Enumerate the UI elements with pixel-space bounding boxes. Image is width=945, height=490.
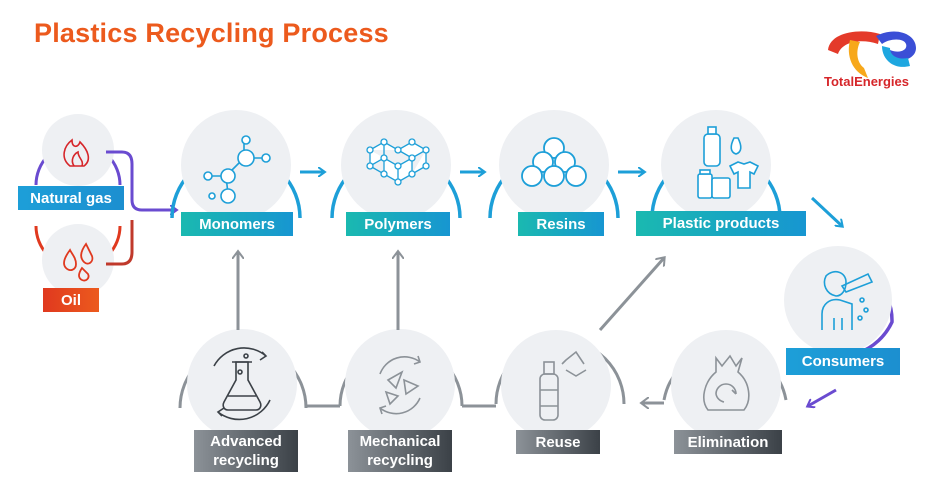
polymers-label: Polymers: [346, 212, 450, 236]
oil-node: [34, 224, 122, 296]
brand-name: TotalEnergies: [824, 74, 910, 89]
elimination-label: Elimination: [674, 430, 782, 454]
oil-label: Oil: [43, 288, 99, 312]
person-drinking-icon: [821, 270, 874, 330]
reuse-label: Reuse: [516, 430, 600, 454]
consumers-node: [784, 246, 894, 359]
flask-cycle-icon: [213, 347, 271, 421]
polymer-network-icon: [366, 138, 430, 186]
natural-gas-label: Natural gas: [18, 186, 124, 210]
resin-pellets-icon: [521, 137, 587, 187]
arrow-consumers-elimination: [808, 388, 837, 406]
advanced-recycling-label: Advanced recycling: [194, 430, 298, 472]
waste-bag-icon: [703, 354, 750, 411]
consumers-label: Consumers: [786, 348, 900, 375]
page-title: Plastics Recycling Process: [34, 18, 389, 48]
resins-label: Resins: [518, 212, 604, 236]
mechanical-recycling-label: Mechanical recycling: [348, 430, 452, 472]
oil-drops-icon: [63, 242, 94, 282]
arrow-products-consumers: [810, 196, 842, 226]
elimination-node: [662, 330, 788, 440]
advanced-recycling-node: [178, 329, 308, 439]
reuse-node: [494, 330, 626, 440]
mechanical-recycling-node: [338, 329, 464, 439]
plastic-products-label: Plastic products: [636, 211, 806, 236]
plastic-products-icon: [697, 126, 760, 199]
oil-connector: [106, 220, 134, 266]
natural-gas-node: [34, 114, 122, 186]
flame-icon: [63, 138, 90, 167]
bottle-recycle-icon: [539, 350, 587, 421]
monomers-label: Monomers: [181, 212, 293, 236]
molecule-icon: [203, 135, 271, 204]
arrow-reuse-products: [598, 258, 664, 331]
resins-node: [488, 110, 620, 220]
totalenergies-logo: [828, 31, 916, 78]
shredded-plastic-icon: [378, 355, 422, 415]
natural-gas-connector: [106, 150, 176, 210]
